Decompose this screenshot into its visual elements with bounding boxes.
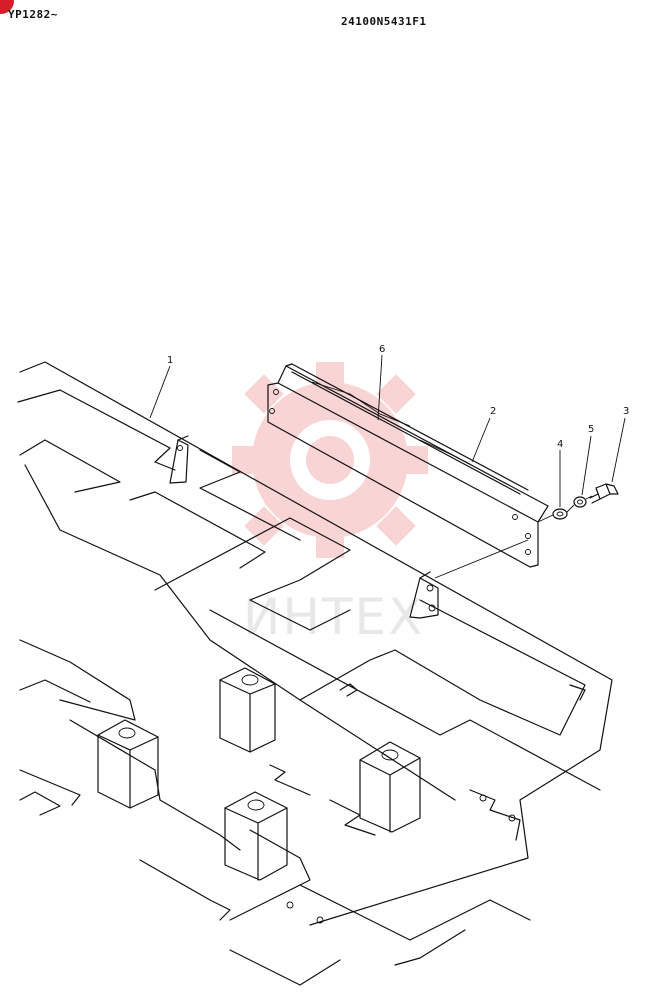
right-mounting-bracket (409, 571, 439, 619)
red-gear-logo-icon (232, 362, 428, 558)
assembly-line (434, 495, 593, 579)
left-mounting-bracket (169, 435, 189, 484)
bolt-icon (589, 483, 619, 504)
lock-washer-icon (573, 496, 587, 508)
cover-plate (267, 363, 549, 568)
mounting-post (224, 791, 288, 881)
watermark-text: ИНТЕХ (243, 588, 425, 646)
leader-lines (149, 354, 626, 507)
part-number-label: 24100N5431F1 (341, 15, 427, 28)
callout-number: 6 (379, 344, 385, 355)
callout-number: 2 (490, 406, 496, 417)
callout-number: 5 (588, 424, 594, 435)
callout-number: 3 (623, 406, 629, 417)
mounting-post (359, 741, 421, 833)
mounting-post (97, 719, 159, 809)
callout-number: 1 (167, 355, 173, 366)
callout-number: 4 (557, 439, 563, 450)
mounting-post (219, 667, 276, 753)
washer-icon (552, 508, 568, 520)
chassis-frame (17, 361, 613, 986)
serial-range-label: YP1282~ (8, 8, 58, 21)
